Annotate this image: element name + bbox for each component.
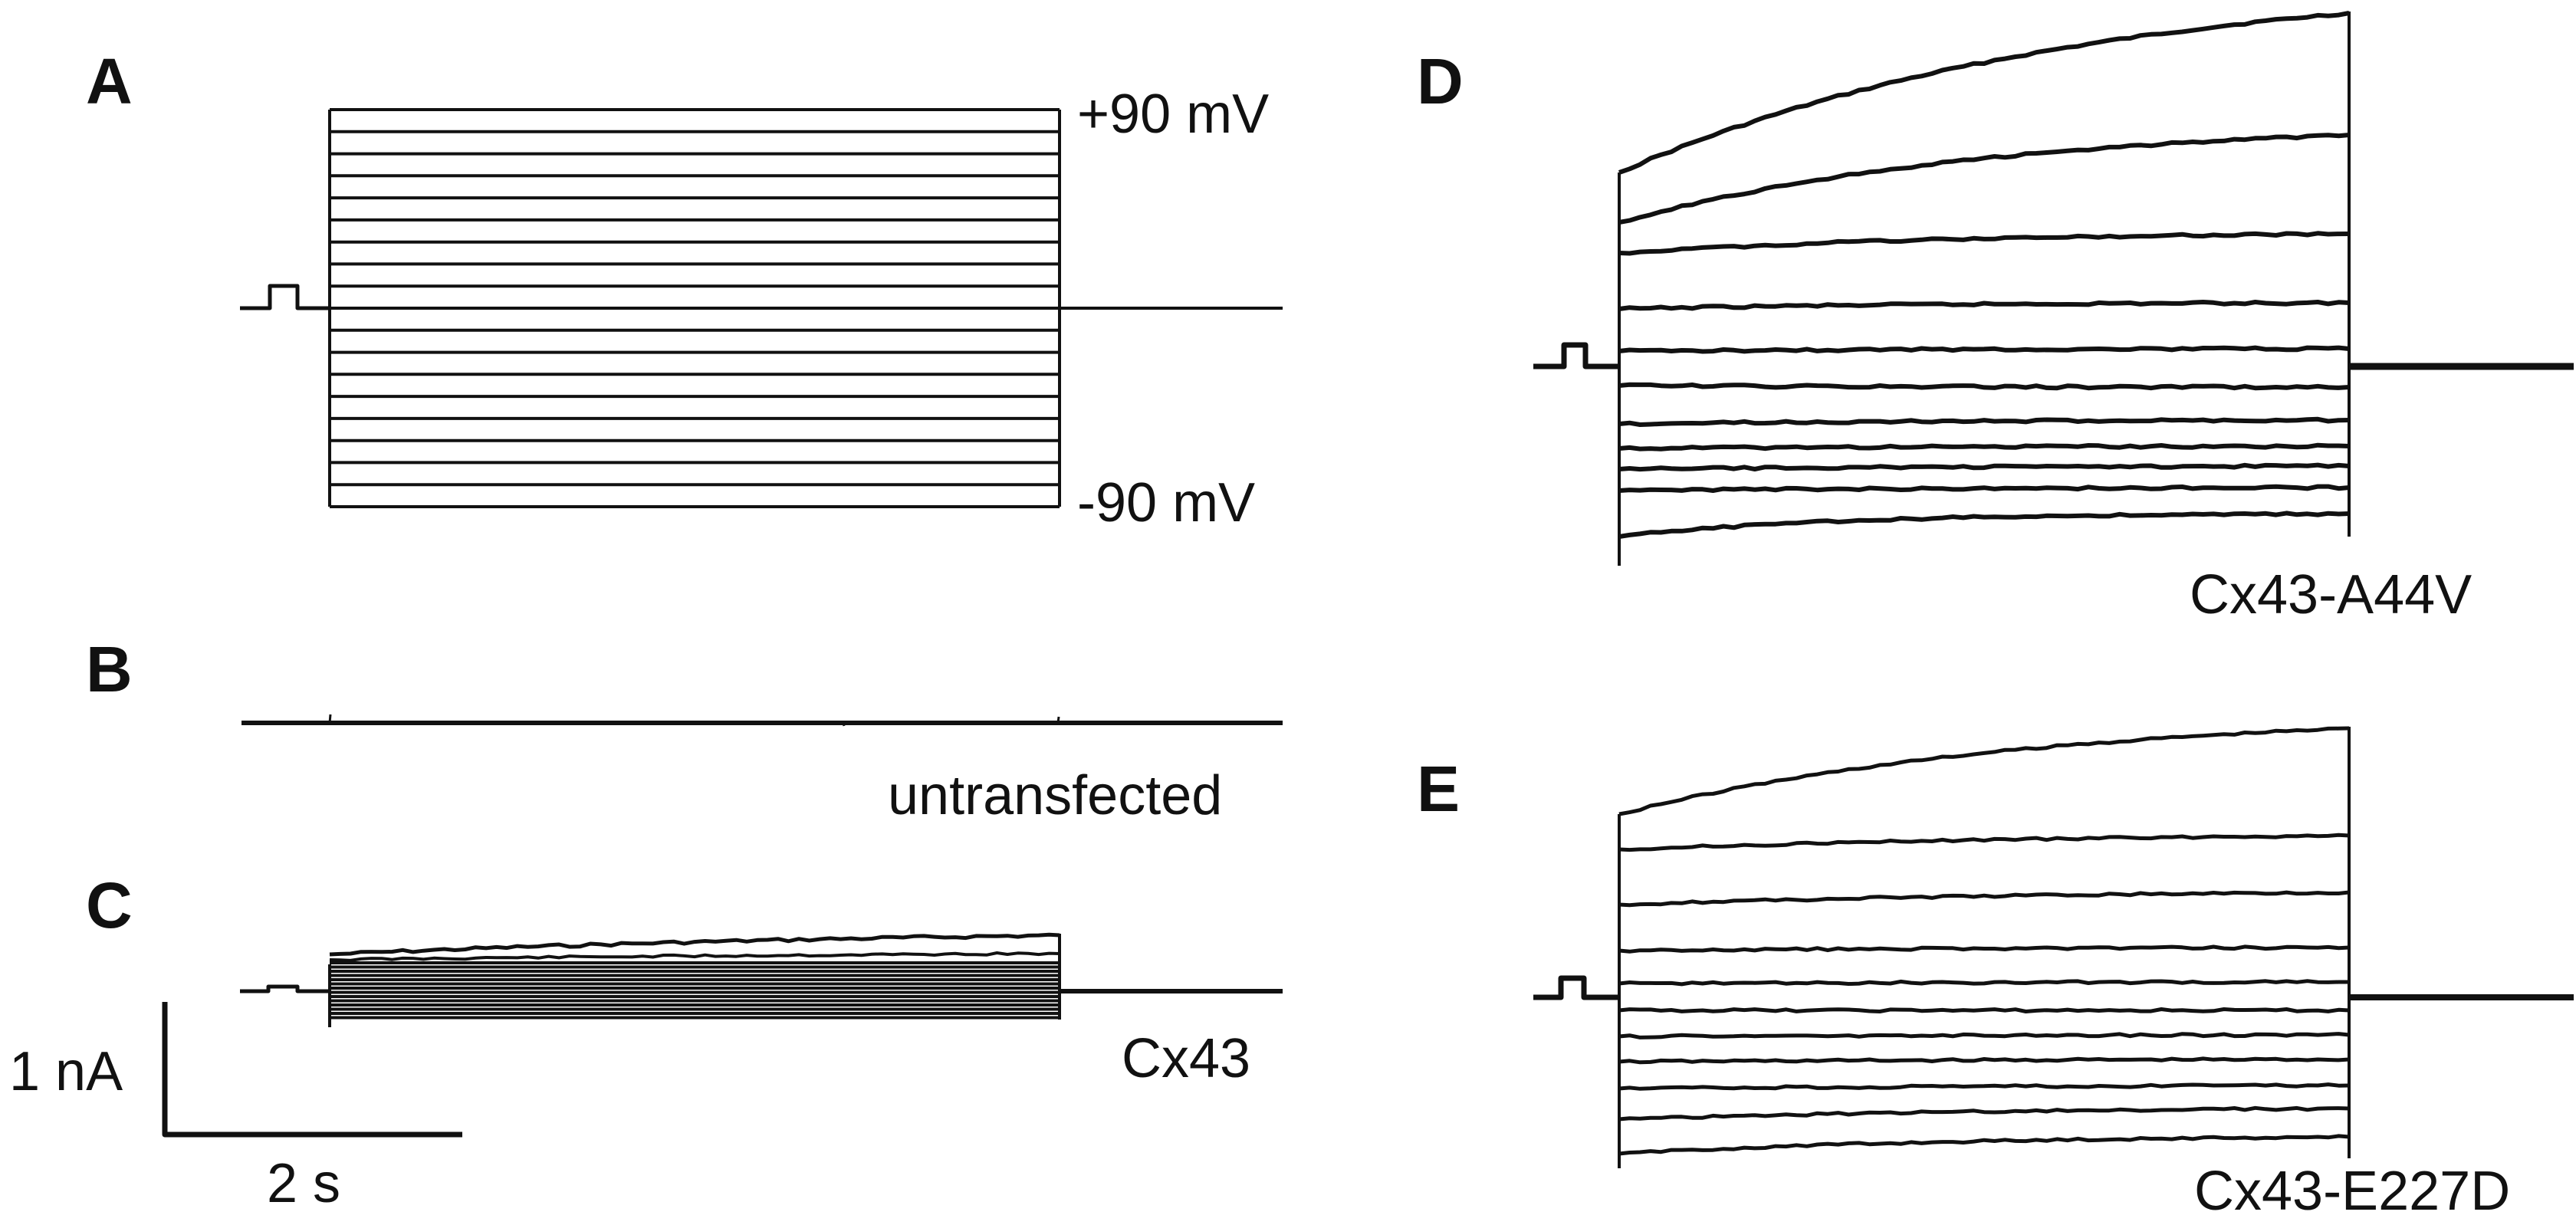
e227d-step-current-trace [1618,1007,2350,1013]
min-voltage-label: -90 mV [1077,472,1255,534]
cx43-current-traces [240,932,1283,1027]
max-voltage-label: +90 mV [1077,84,1269,145]
panel-c: C Cx43 [86,869,1283,1089]
panel-a: A +90 mV -90 mV [86,45,1283,534]
a44v-step-current-trace [1618,462,2350,472]
cx43-upper-current-trace [329,951,1060,962]
a44v-step-current-trace [1618,300,2350,311]
panel-a-letter: A [86,45,133,117]
e227d-step-current-trace [1618,944,2350,954]
e227d-step-current-trace [1618,833,2350,852]
scale-bar-time-label: 2 s [267,1153,340,1214]
a44v-step-current-trace [1618,416,2350,427]
a44v-step-current-trace [1618,345,2350,354]
untransfected-label: untransfected [888,765,1222,826]
e227d-step-current-trace [1618,1032,2350,1039]
a44v-prepulse [1533,342,1619,369]
panel-b: B untransfected [86,633,1283,826]
panel-e: E Cx43-E227D [1417,726,2574,1222]
a44v-step-current-trace [1618,382,2350,391]
e227d-step-current-trace [1618,890,2350,908]
panel-d-letter: D [1417,45,1464,117]
protocol-prepulse [240,284,330,310]
cx43-top-current-trace [329,932,1060,957]
cx43-e227d-label: Cx43-E227D [2194,1161,2510,1222]
untransfected-capacitive-artifacts [328,714,1060,727]
e227d-step-current-trace [1618,1105,2350,1122]
scale-bar-lines [162,1002,462,1138]
a44v-step-current-trace [1618,511,2350,539]
panel-e-letter: E [1417,753,1460,825]
a44v-step-current-trace [1618,484,2350,493]
a44v-step-current-trace [1618,442,2350,452]
cx43-label: Cx43 [1122,1028,1250,1089]
panel-d: D Cx43-A44V [1417,11,2574,626]
e227d-step-current-trace [1618,979,2349,987]
e227d-prepulse [1533,975,1619,1000]
cx43-a44v-current-traces [1533,11,2574,566]
e227d-step-current-trace [1618,1082,2350,1091]
cx43-a44v-label: Cx43-A44V [2190,564,2472,626]
a44v-step-current-trace [1618,11,2350,175]
e227d-step-current-trace [1618,726,2350,816]
e227d-step-current-trace [1618,1134,2350,1156]
panel-b-letter: B [86,633,133,705]
scale-bar-current-label: 1 nA [9,1041,123,1102]
a44v-step-current-trace [1618,133,2350,225]
voltage-protocol-traces [240,108,1283,508]
cx43-prepulse [240,984,330,993]
a44v-step-current-trace [1618,231,2350,256]
e227d-step-current-trace [1618,1056,2350,1065]
panel-c-letter: C [86,869,133,941]
cx43-e227d-current-traces [1533,726,2574,1168]
scale-bar: 1 nA 2 s [9,1002,462,1214]
